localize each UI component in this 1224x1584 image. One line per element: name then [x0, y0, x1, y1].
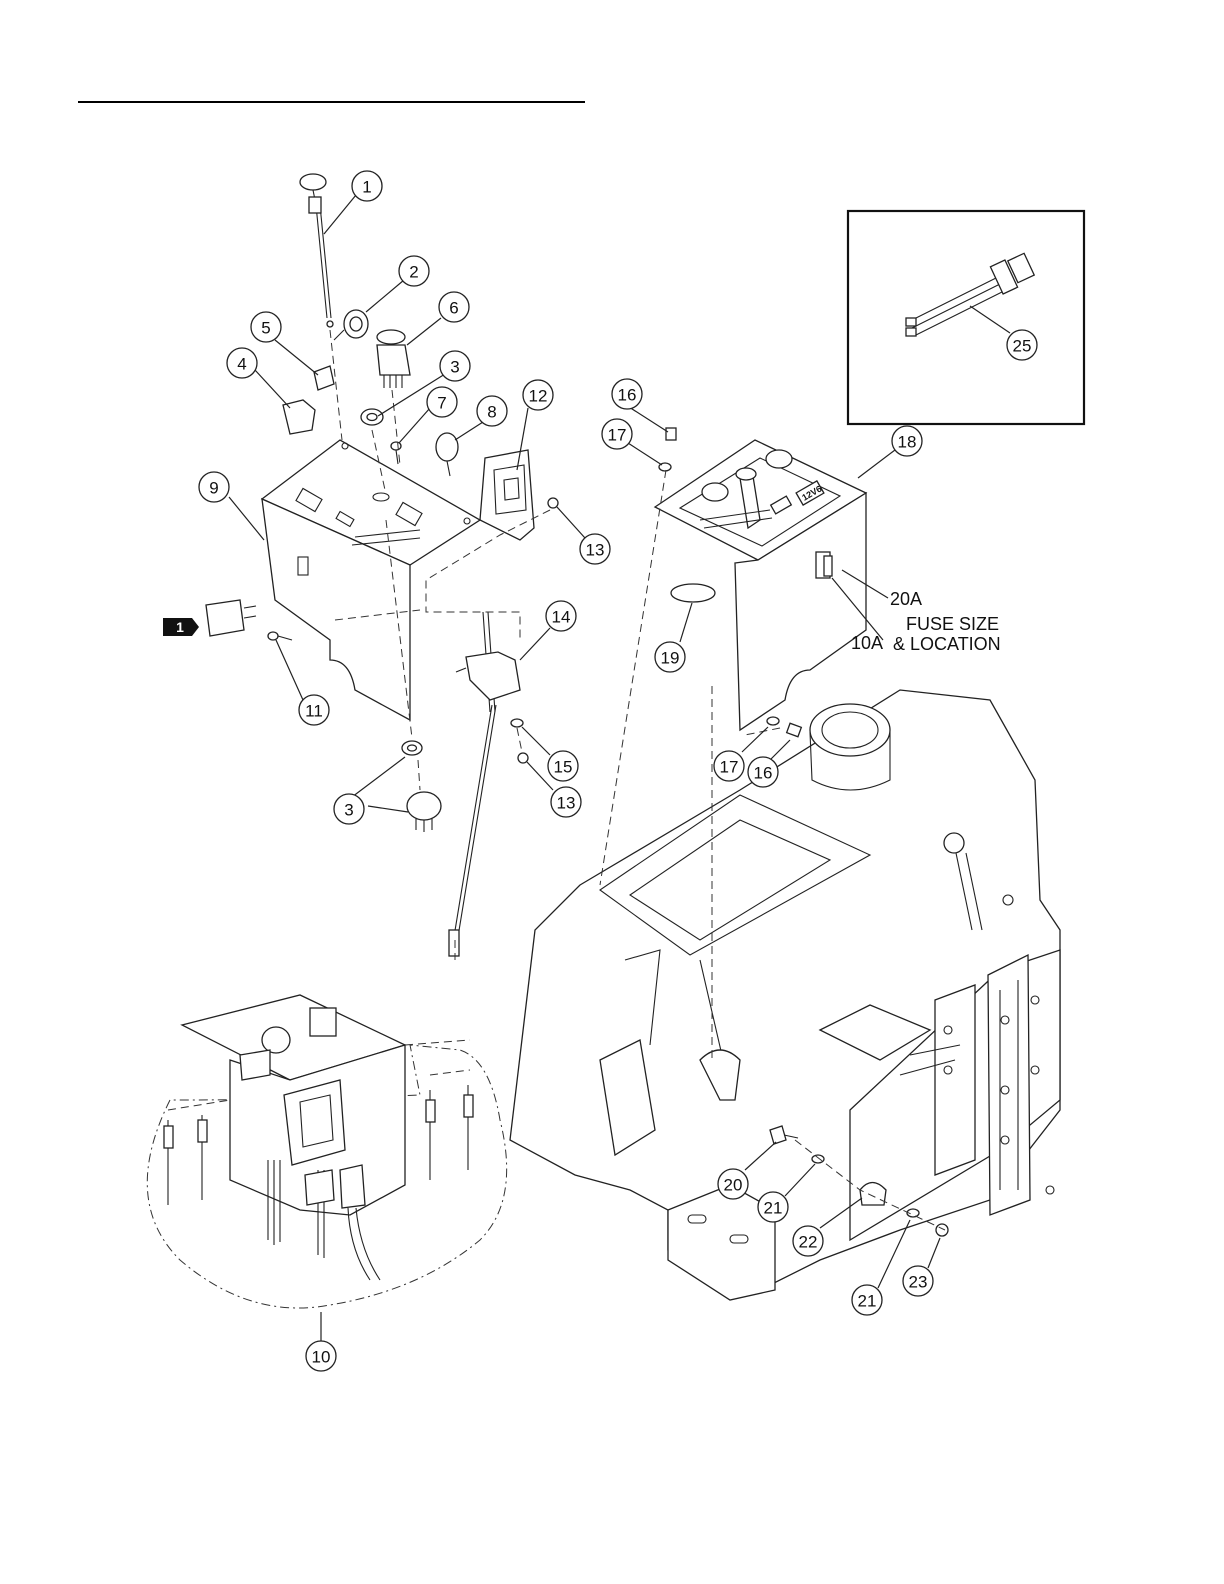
- callout-1: 1: [352, 171, 382, 201]
- callout-16-bottom-label: 16: [754, 764, 773, 783]
- fuse-rating-10a: 10A: [851, 633, 883, 653]
- callout-10: 10: [306, 1341, 336, 1371]
- boot-part: [671, 584, 715, 602]
- lever-assembly-part: [449, 612, 520, 956]
- callout-21-bottom-label: 21: [858, 1292, 877, 1311]
- grommet-part-top: [361, 409, 383, 425]
- callout-8: 8: [477, 396, 507, 426]
- callout-9-label: 9: [209, 479, 218, 498]
- callout-4: 4: [227, 348, 257, 378]
- callout-12-label: 12: [529, 387, 548, 406]
- clip-part: [314, 366, 334, 390]
- callout-14-label: 14: [552, 608, 571, 627]
- callout-11: 11: [299, 695, 329, 725]
- key-switch-part: [334, 310, 368, 340]
- callout-3-bottom-label: 3: [344, 801, 353, 820]
- callout-17-top-label: 17: [608, 426, 627, 445]
- callout-13-top-label: 13: [586, 541, 605, 560]
- callout-13-bottom: 13: [551, 787, 581, 817]
- callout-5-label: 5: [261, 319, 270, 338]
- clamp-part-22: [860, 1183, 886, 1206]
- callout-2: 2: [399, 256, 429, 286]
- callout-6: 6: [439, 292, 469, 322]
- callout-20: 20: [718, 1169, 748, 1199]
- screw-part-11: [268, 632, 292, 640]
- detail-view-harness: [147, 995, 506, 1308]
- callout-25-label: 25: [1013, 337, 1032, 356]
- callout-20-label: 20: [724, 1176, 743, 1195]
- washer-part-15: [511, 719, 523, 727]
- callout-21-bottom: 21: [852, 1285, 882, 1315]
- grommet-part-bottom: [402, 741, 422, 755]
- callout-19-label: 19: [661, 649, 680, 668]
- callout-22-label: 22: [799, 1233, 818, 1252]
- callout-14: 14: [546, 601, 576, 631]
- callout-25: 25: [1007, 330, 1037, 360]
- callout-8-label: 8: [487, 403, 496, 422]
- fuse-note-line2: & LOCATION: [893, 634, 1001, 654]
- callout-17-bottom-label: 17: [720, 758, 739, 777]
- callout-23-label: 23: [909, 1273, 928, 1292]
- callout-18-label: 18: [898, 433, 917, 452]
- nut-part-13-top: [548, 498, 558, 508]
- fuse-holder-part: [480, 450, 534, 540]
- callout-15: 15: [548, 751, 578, 781]
- callout-6-label: 6: [449, 299, 458, 318]
- fuse-note-line1: FUSE SIZE: [906, 614, 999, 634]
- callout-17-top: 17: [602, 419, 632, 449]
- reference-flag-label: 1: [176, 619, 184, 635]
- relay-part: [377, 330, 410, 388]
- fuse-rating-20a: 20A: [890, 589, 922, 609]
- nut-part-13-bottom: [518, 753, 528, 763]
- callout-11-label: 11: [305, 702, 323, 721]
- callout-7: 7: [427, 387, 457, 417]
- callout-3-top-label: 3: [450, 358, 459, 377]
- reference-flag: 1: [163, 618, 199, 636]
- plug-part: [407, 792, 441, 832]
- washer-part-21-top: [812, 1155, 824, 1163]
- callout-4-label: 4: [237, 355, 246, 374]
- inset-box: [848, 211, 1084, 424]
- bolt-part-16-bottom: [787, 723, 802, 737]
- callout-13-top: 13: [580, 534, 610, 564]
- callout-17-bottom: 17: [714, 751, 744, 781]
- callout-18: 18: [892, 426, 922, 456]
- callout-19: 19: [655, 642, 685, 672]
- control-bracket-part: [262, 440, 480, 720]
- connector-part: [206, 600, 256, 636]
- fuse-note: 20A FUSE SIZE 10A & LOCATION: [851, 589, 1001, 654]
- callout-5: 5: [251, 312, 281, 342]
- callout-12: 12: [523, 380, 553, 410]
- callout-10-label: 10: [312, 1348, 331, 1367]
- callout-21-top: 21: [758, 1192, 788, 1222]
- callout-16-top-label: 16: [618, 386, 637, 405]
- callout-1-label: 1: [362, 178, 371, 197]
- bolt-part-16-top: [666, 428, 676, 440]
- throttle-cable-part: [300, 174, 333, 327]
- callout-9: 9: [199, 472, 229, 502]
- knob-part: [436, 433, 458, 476]
- washer-part-17-bottom: [767, 717, 779, 725]
- callout-2-label: 2: [409, 263, 418, 282]
- callout-3-top: 3: [440, 351, 470, 381]
- callout-3-bottom: 3: [334, 794, 364, 824]
- callout-23: 23: [903, 1266, 933, 1296]
- callout-16-bottom: 16: [748, 757, 778, 787]
- callout-15-label: 15: [554, 758, 573, 777]
- nut-part-23: [936, 1224, 948, 1236]
- callout-21-top-label: 21: [764, 1199, 783, 1218]
- callout-16-top: 16: [612, 379, 642, 409]
- callout-22: 22: [793, 1226, 823, 1256]
- callout-7-label: 7: [437, 394, 446, 413]
- callout-13-bottom-label: 13: [557, 794, 576, 813]
